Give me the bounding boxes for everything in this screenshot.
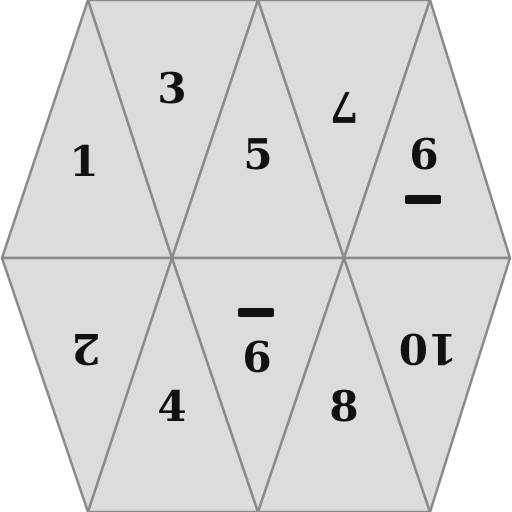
triangle-tile-10[interactable] xyxy=(342,256,512,512)
